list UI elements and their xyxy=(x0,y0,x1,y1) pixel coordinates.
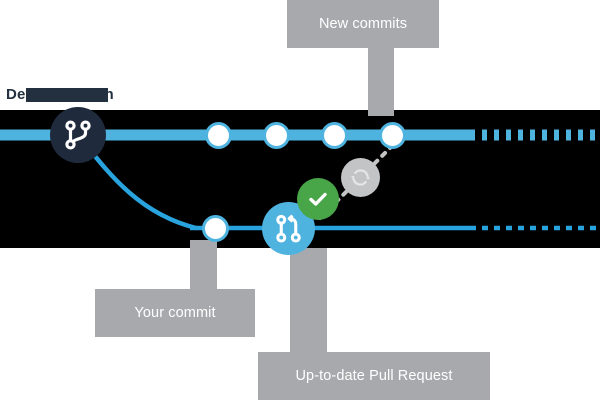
commit-node-2[interactable] xyxy=(263,122,290,149)
label-redaction-overlay xyxy=(26,88,108,102)
sync-arrow-up xyxy=(366,175,370,180)
pull-request-node[interactable] xyxy=(262,202,315,255)
branch-origin-node[interactable] xyxy=(50,107,106,163)
check-icon xyxy=(309,192,327,206)
sync-status-badge[interactable] xyxy=(341,158,380,197)
git-branch-icon xyxy=(65,120,91,150)
commit-node-1[interactable] xyxy=(205,122,232,149)
sync-icon xyxy=(351,169,370,186)
feature-commit-node[interactable] xyxy=(202,215,229,242)
label-your-commit: Your commit xyxy=(95,289,255,337)
commit-node-3[interactable] xyxy=(321,122,348,149)
sync-arrow-down xyxy=(351,175,355,180)
git-pull-request-icon xyxy=(276,214,301,243)
pull-request-stem xyxy=(290,248,327,368)
label-new-commits: New commits xyxy=(287,0,439,48)
label-pull-request: Up-to-date Pull Request xyxy=(258,352,490,400)
commit-node-4[interactable] xyxy=(379,122,406,149)
new-commits-stem xyxy=(368,44,394,116)
check-status-badge[interactable] xyxy=(297,178,339,220)
